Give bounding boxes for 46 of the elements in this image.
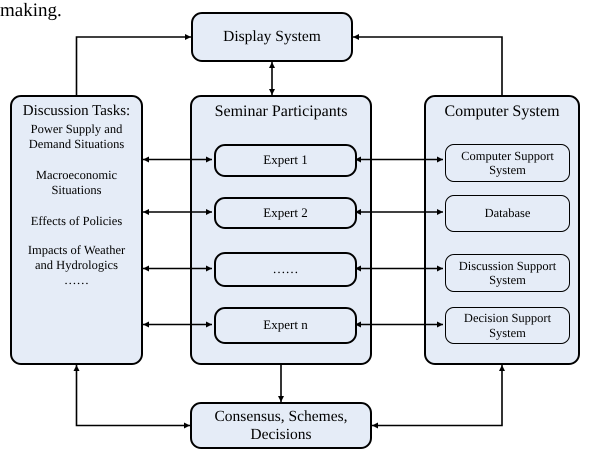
box-label: Consensus, Schemes, Decisions <box>213 408 349 444</box>
group-panel <box>190 95 372 365</box>
task-item: Macroeconomic Situations <box>34 168 118 198</box>
subsystem-box <box>445 307 570 344</box>
panel-heading: Computer System <box>443 102 561 122</box>
text-fragment: making. <box>0 0 62 22</box>
arrow <box>143 156 212 162</box>
arrow <box>76 34 191 95</box>
arrow <box>143 322 212 328</box>
box-label: Computer Support System <box>460 148 555 178</box>
expert-box <box>214 197 357 229</box>
box-label: Database <box>484 206 532 221</box>
arrow <box>353 34 503 95</box>
task-item: …… <box>63 273 90 288</box>
subsystem-box <box>445 144 570 182</box>
panel-heading: Seminar Participants <box>214 102 348 122</box>
box-label: …… <box>272 262 300 277</box>
process-box <box>191 12 353 62</box>
arrow <box>269 62 275 95</box>
process-box <box>190 402 372 449</box>
box-label: Expert 2 <box>262 206 309 220</box>
expert-box <box>214 307 357 344</box>
arrow <box>372 365 505 428</box>
box-label: Decision Support System <box>462 311 552 340</box>
task-item: Impacts of Weather and Hydrologics <box>26 243 126 274</box>
group-panel <box>424 95 580 365</box>
box-label: Discussion Support System <box>458 258 558 288</box>
subsystem-box <box>445 195 570 232</box>
box-label: Display System <box>222 28 322 46</box>
arrow <box>355 156 443 162</box>
arrow <box>143 266 212 272</box>
arrow <box>355 322 443 328</box>
arrow <box>74 365 190 428</box>
box-label: Expert n <box>262 318 309 333</box>
arrow <box>355 266 443 272</box>
subsystem-box <box>445 254 570 292</box>
task-item: Power Supply and Demand Situations <box>28 122 126 152</box>
task-panel <box>10 95 143 365</box>
panel-heading: Discussion Tasks: <box>22 102 130 120</box>
expert-box <box>214 144 357 177</box>
task-item: Effects of Policies <box>30 214 124 230</box>
arrow <box>143 209 212 215</box>
box-label: Expert 1 <box>262 153 309 168</box>
arrow <box>355 209 443 215</box>
arrow <box>278 365 284 402</box>
expert-box <box>214 252 357 287</box>
